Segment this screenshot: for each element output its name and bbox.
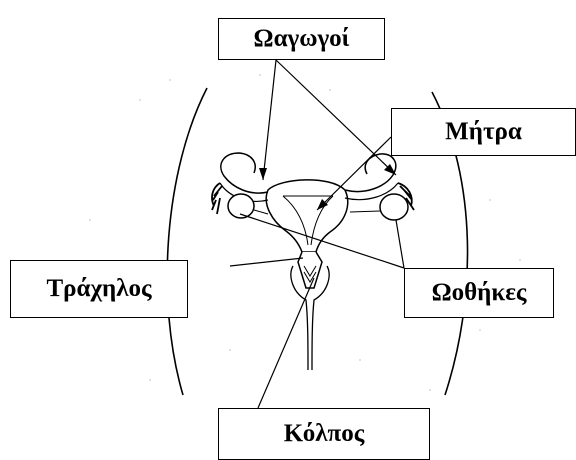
label-oviducts: Ωαγωγοί bbox=[218, 18, 385, 60]
right-ovary bbox=[380, 194, 408, 220]
label-ovaries: Ωοθήκες bbox=[404, 268, 554, 318]
label-vagina: Κόλπος bbox=[218, 408, 430, 460]
left-fimbriae bbox=[212, 183, 222, 214]
label-cervix: Τράχηλος bbox=[10, 260, 188, 318]
left-body-contour bbox=[167, 88, 207, 395]
label-uterus: Μήτρα bbox=[391, 108, 576, 156]
right-oviduct-outer bbox=[345, 154, 396, 192]
